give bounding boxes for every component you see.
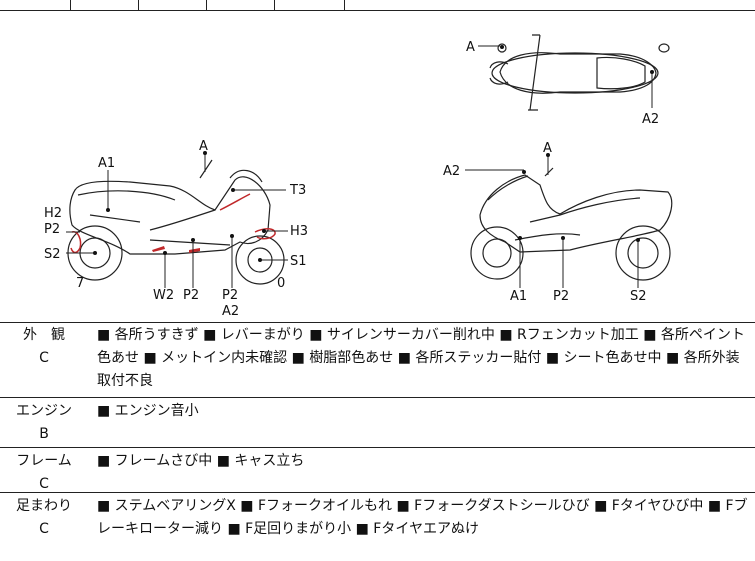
label-left-A1: A1 bbox=[98, 156, 115, 171]
label-right-A1: A1 bbox=[510, 289, 527, 304]
row-grade: C bbox=[39, 350, 49, 366]
label-left-H3: H3 bbox=[290, 224, 308, 239]
label-left-0: 0 bbox=[277, 276, 285, 291]
label-left-A2-bottom: A2 bbox=[222, 304, 239, 319]
row-details: ■ 各所うすきず ■ レバーまがり ■ サイレンサーカバー削れ中 ■ Rフェンカ… bbox=[97, 327, 745, 389]
scooter-top-view bbox=[478, 34, 670, 111]
row-grade: C bbox=[39, 521, 49, 537]
label-right-A: A bbox=[543, 141, 552, 156]
row-grade: B bbox=[39, 426, 49, 442]
scooter-diagram-svg: A A2 bbox=[44, 34, 673, 319]
condition-row-exterior: 外 観 C ■ 各所うすきず ■ レバーまがり ■ サイレンサーカバー削れ中 ■… bbox=[0, 322, 755, 398]
row-label: フレーム bbox=[16, 453, 72, 469]
scooter-left-view bbox=[66, 151, 288, 288]
row-label: エンジン bbox=[16, 403, 72, 419]
header-cell bbox=[206, 0, 275, 10]
label-left-S2: S2 bbox=[44, 247, 61, 262]
label-top-A: A bbox=[466, 40, 475, 55]
label-left-P2-mid: P2 bbox=[183, 288, 199, 303]
header-cell bbox=[274, 0, 345, 10]
row-grade: C bbox=[39, 476, 49, 492]
scooter-right-view bbox=[465, 153, 673, 288]
label-right-S2: S2 bbox=[630, 289, 647, 304]
damage-diagram: A A2 bbox=[0, 10, 755, 323]
label-top-A2: A2 bbox=[642, 112, 659, 127]
row-details: ■ エンジン音小 bbox=[97, 403, 199, 419]
row-header: フレーム C bbox=[0, 448, 88, 496]
label-left-P2-bottom: P2 bbox=[222, 288, 238, 303]
label-left-P2: P2 bbox=[44, 222, 60, 237]
label-left-A: A bbox=[199, 139, 208, 154]
label-left-W2: W2 bbox=[153, 288, 174, 303]
label-left-7: 7 bbox=[76, 276, 84, 291]
header-strip bbox=[0, 0, 755, 11]
row-header: 足まわり C bbox=[0, 493, 88, 541]
label-right-P2: P2 bbox=[553, 289, 569, 304]
row-label: 足まわり bbox=[16, 498, 72, 514]
row-label: 外 観 bbox=[23, 327, 65, 343]
row-details: ■ フレームさび中 ■ キャス立ち bbox=[97, 453, 305, 469]
label-left-T3: T3 bbox=[289, 183, 306, 198]
row-header: 外 観 C bbox=[0, 322, 88, 370]
label-right-A2: A2 bbox=[443, 164, 460, 179]
row-details: ■ ステムベアリングX ■ Fフォークオイルもれ ■ Fフォークダストシールひび… bbox=[97, 498, 748, 537]
condition-row-frame: フレーム C ■ フレームさび中 ■ キャス立ち bbox=[0, 448, 755, 493]
label-left-H2: H2 bbox=[44, 206, 62, 221]
condition-row-engine: エンジン B ■ エンジン音小 bbox=[0, 398, 755, 448]
condition-row-suspension: 足まわり C ■ ステムベアリングX ■ Fフォークオイルもれ ■ Fフォークダ… bbox=[0, 493, 755, 561]
label-left-S1: S1 bbox=[290, 254, 307, 269]
header-cell bbox=[0, 0, 71, 10]
header-cell bbox=[138, 0, 207, 10]
header-cell bbox=[70, 0, 139, 10]
row-header: エンジン B bbox=[0, 398, 88, 446]
